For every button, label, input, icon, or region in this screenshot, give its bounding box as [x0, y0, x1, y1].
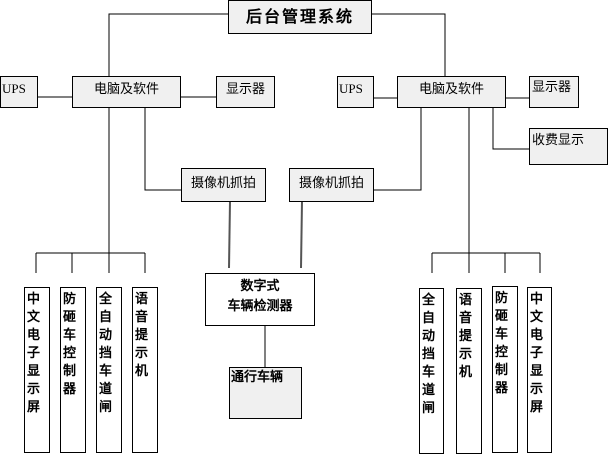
right-device-voice-prompter: 语音提示机	[456, 288, 482, 454]
line-right-pc-fee	[492, 107, 529, 150]
left-computer-box: 电脑及软件	[72, 76, 181, 108]
right-computer-box: 电脑及软件	[397, 76, 506, 108]
left-ups-label: UPS	[2, 81, 26, 96]
line-right-pc-camera	[373, 107, 422, 191]
line-title-left-pc	[108, 13, 228, 76]
line-left-pc-camera	[144, 107, 181, 191]
left-monitor-label: 显示器	[225, 81, 265, 97]
left-camera-label: 摄像机抓拍	[190, 175, 256, 191]
vehicle-detector-box: 数字式 车辆检测器	[205, 273, 315, 326]
left-device-chinese-display: 中文电子显示屏	[24, 287, 50, 453]
fee-display-box: 收费显示	[529, 128, 608, 165]
right-ups-box: UPS	[337, 76, 374, 108]
right-monitor-label: 显示器	[532, 80, 572, 95]
line-title-right-pc	[372, 13, 446, 76]
right-computer-label: 电脑及软件	[418, 81, 484, 97]
left-camera-box: 摄像机抓拍	[181, 168, 266, 202]
line-left-camera-detector	[228, 200, 231, 269]
left-monitor-box: 显示器	[216, 76, 275, 108]
left-computer-label: 电脑及软件	[93, 81, 159, 97]
right-device-anti-smash-controller: 防砸车控制器	[492, 286, 518, 453]
right-ups-label: UPS	[339, 81, 363, 96]
left-ups-box: UPS	[0, 76, 38, 108]
line-right-camera-detector	[300, 200, 303, 269]
right-device-barrier-gate: 全自动挡车道闸	[419, 288, 444, 454]
detector-line1: 数字式	[240, 279, 280, 294]
backend-management-system: 后台管理系统	[228, 0, 372, 34]
title-label: 后台管理系统	[245, 7, 354, 26]
fee-display-label: 收费显示	[532, 133, 585, 148]
right-camera-label: 摄像机抓拍	[298, 175, 364, 191]
right-camera-box: 摄像机抓拍	[289, 168, 374, 202]
vehicle-label: 通行车辆	[231, 370, 284, 385]
right-device-chinese-display: 中文电子显示屏	[527, 287, 552, 453]
left-device-anti-smash-controller: 防砸车控制器	[60, 287, 86, 453]
left-device-barrier-gate: 全自动挡车道闸	[96, 287, 122, 453]
detector-line2: 车辆检测器	[227, 299, 293, 314]
left-device-voice-prompter: 语音提示机	[132, 287, 158, 453]
passing-vehicle-box: 通行车辆	[229, 367, 302, 419]
right-monitor-box: 显示器	[529, 76, 579, 108]
